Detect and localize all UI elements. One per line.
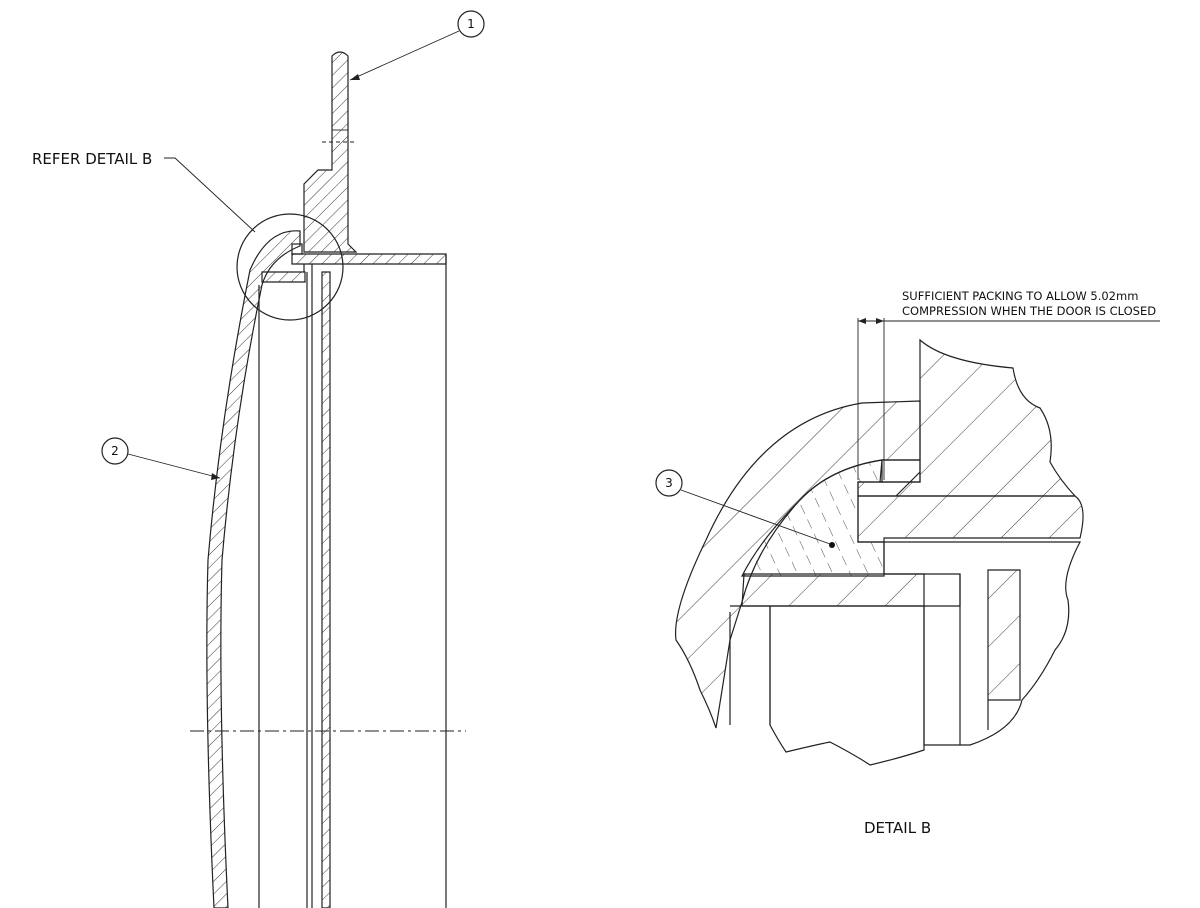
svg-text:2: 2 — [111, 444, 119, 458]
main-section-view: REFER DETAIL B 1 2 — [32, 10, 485, 908]
detail-frame-flange — [857, 495, 1084, 543]
balloon-2: 2 — [101, 437, 221, 480]
frame-plate — [303, 51, 358, 253]
detail-note-line2: COMPRESSION WHEN THE DOOR IS CLOSED — [902, 304, 1156, 318]
detail-b-circle — [236, 213, 344, 321]
detail-note-line1: SUFFICIENT PACKING TO ALLOW 5.02mm — [902, 289, 1138, 303]
detail-title: DETAIL B — [864, 819, 931, 837]
detail-packing-insert — [879, 459, 921, 483]
refer-detail-label: REFER DETAIL B — [32, 150, 152, 168]
detail-gasket-block — [741, 573, 925, 607]
svg-text:3: 3 — [665, 476, 673, 490]
balloon-3: 3 — [655, 469, 835, 548]
door-skin — [206, 230, 301, 908]
balloon-1: 1 — [349, 10, 485, 81]
detail-inner-tube — [987, 569, 1021, 701]
frame-flange — [291, 253, 447, 265]
detail-frame-plate — [857, 338, 1077, 497]
detail-b-view: SUFFICIENT PACKING TO ALLOW 5.02mm COMPR… — [655, 289, 1160, 837]
svg-text:1: 1 — [467, 17, 475, 31]
inner-tube — [321, 271, 331, 908]
packing-block — [261, 271, 306, 283]
